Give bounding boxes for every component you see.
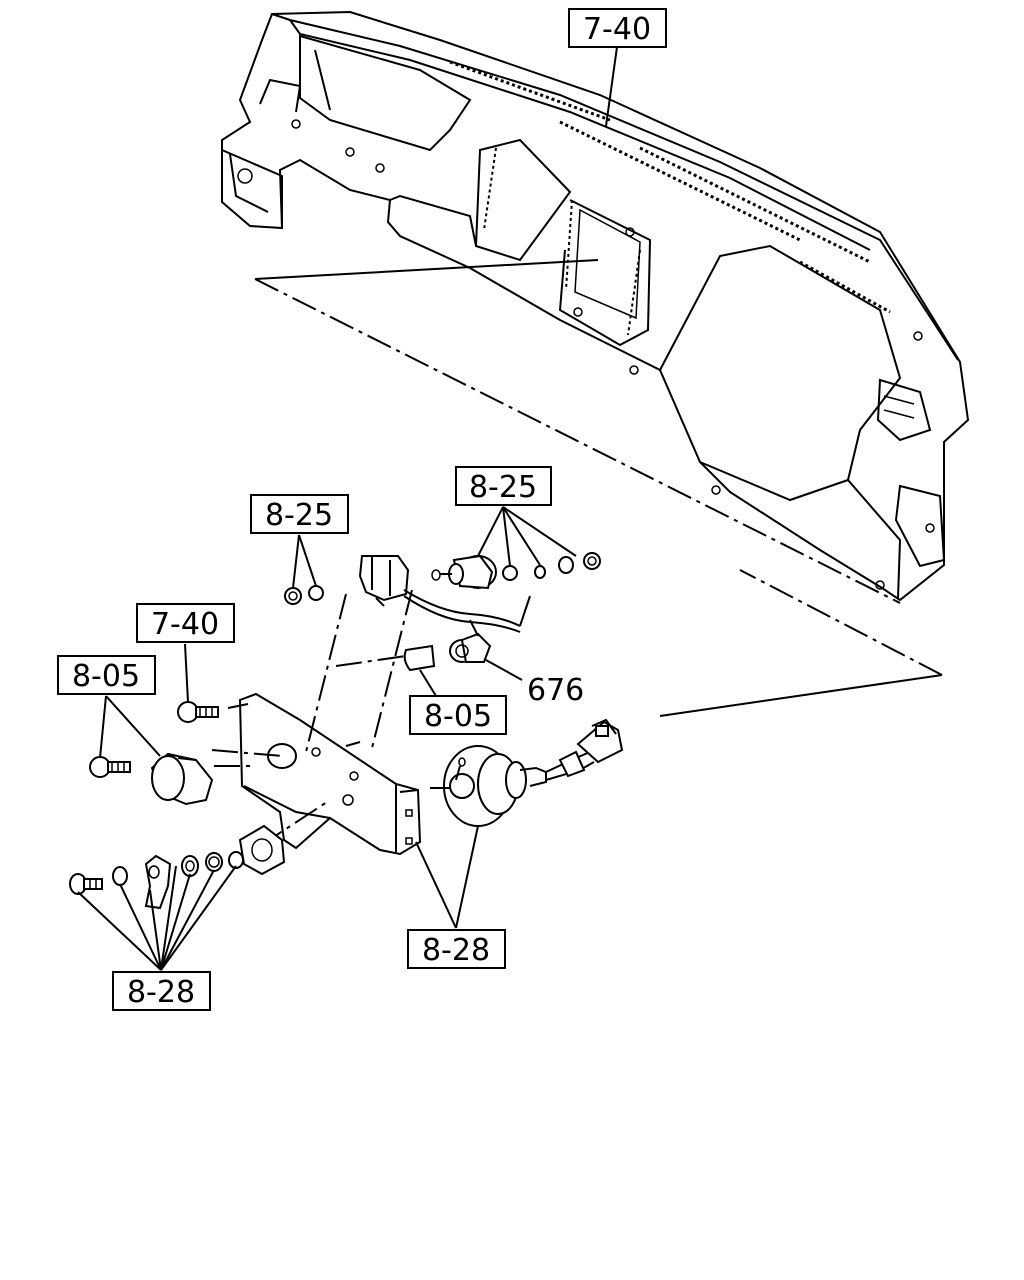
callout-label: 8-25 xyxy=(265,498,333,533)
nut-washer-left xyxy=(284,585,324,605)
callout-8-28-bottom: 8-28 xyxy=(77,865,237,1011)
callout-label: 8-28 xyxy=(127,975,195,1010)
callout-label: 8-05 xyxy=(72,659,140,694)
part-number-text: 676 xyxy=(527,673,584,708)
callout-label: 7-40 xyxy=(151,607,219,642)
bolt-left xyxy=(89,756,131,778)
dashboard-panel-icon xyxy=(221,10,970,602)
callout-7-40-top: 7-40 xyxy=(568,8,667,127)
callout-7-40-left: 7-40 xyxy=(136,603,235,703)
relay-left-icon xyxy=(150,752,214,806)
callout-8-25-left: 8-25 xyxy=(250,494,349,589)
callout-label: 8-28 xyxy=(422,933,490,968)
leader-lines xyxy=(254,259,943,717)
bolt-upper xyxy=(177,701,219,723)
callout-8-25-right: 8-25 xyxy=(455,466,577,567)
connector-icon xyxy=(576,718,624,764)
callout-8-28-horn: 8-28 xyxy=(407,825,506,969)
relay-icon xyxy=(358,552,601,672)
fastener-row xyxy=(69,824,286,910)
callout-label: 7-40 xyxy=(583,12,651,47)
callout-8-05-right: 8-05 xyxy=(409,669,507,735)
callout-8-05-left: 8-05 xyxy=(57,655,161,759)
part-number-676: 676 xyxy=(485,659,584,708)
bracket-icon xyxy=(211,589,422,856)
callout-label: 8-05 xyxy=(424,699,492,734)
callout-label: 8-25 xyxy=(469,470,537,505)
horn-icon xyxy=(430,745,595,827)
